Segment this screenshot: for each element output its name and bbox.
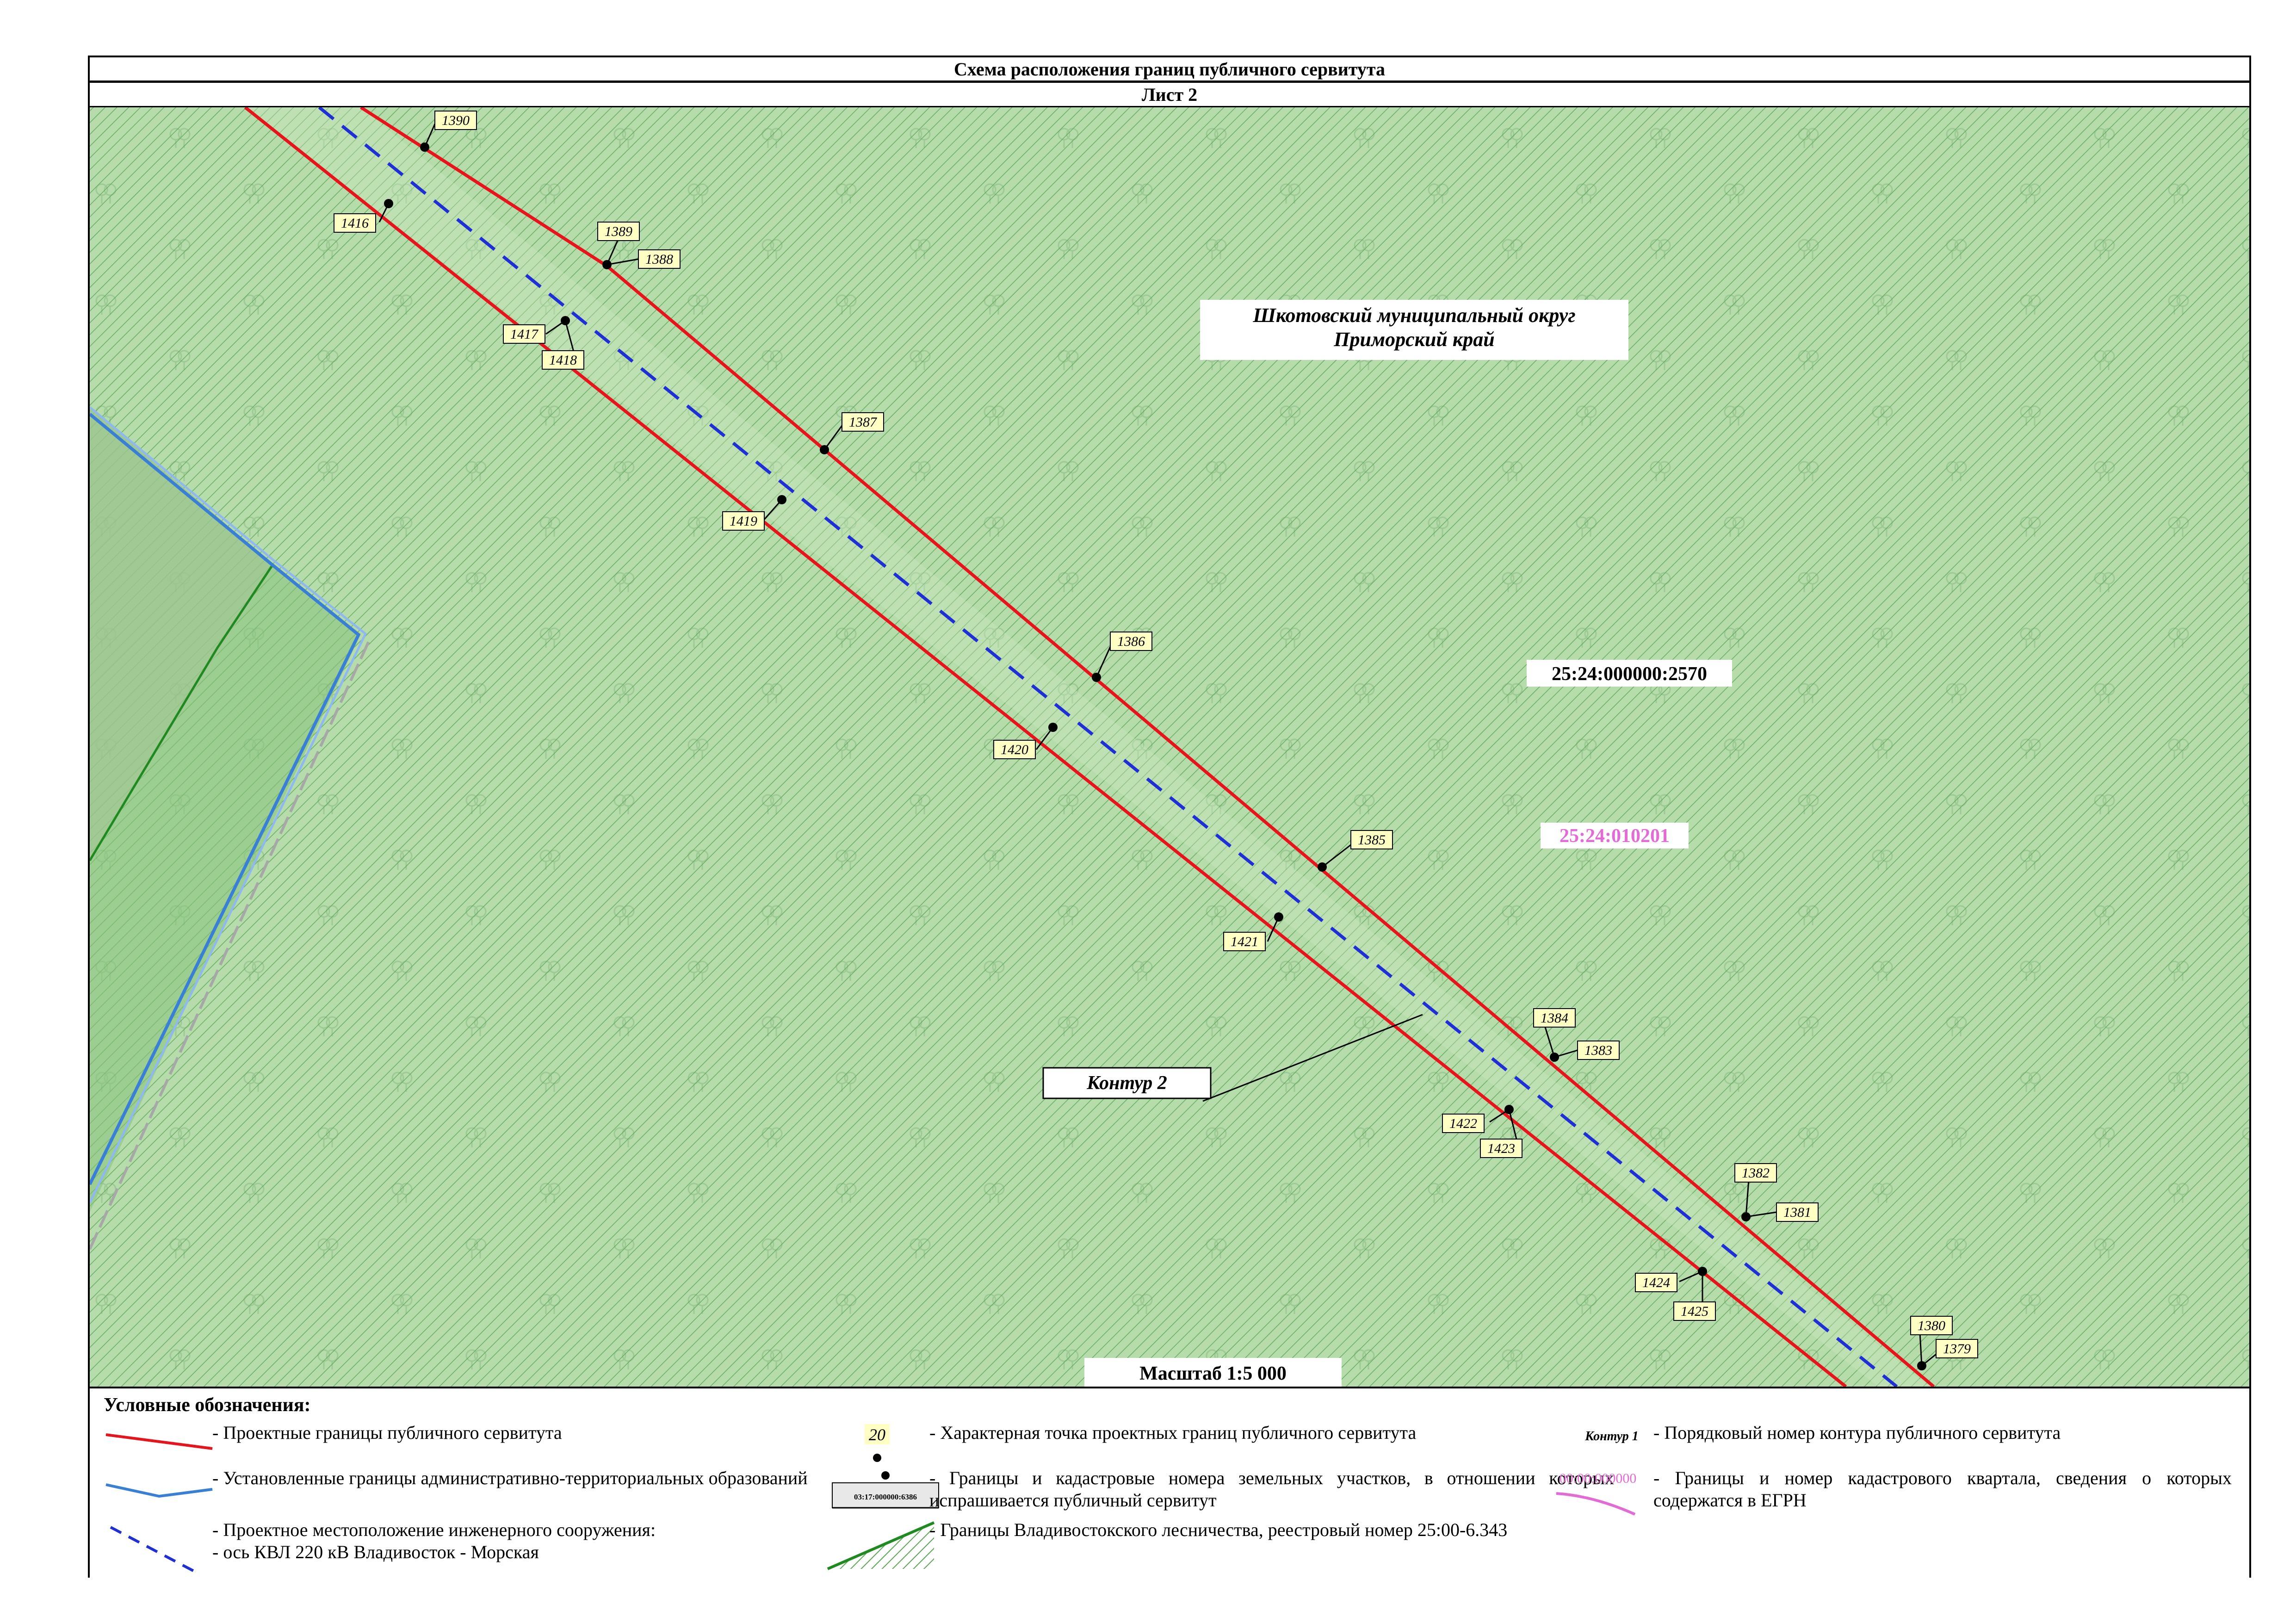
label-1425: 1425 — [1673, 1301, 1716, 1321]
label-1380: 1380 — [1910, 1316, 1953, 1335]
label-text-1381: 1381 — [1783, 1205, 1811, 1220]
admin-boundary-grey — [90, 638, 371, 1250]
label-text-1418: 1418 — [549, 353, 577, 368]
legend-axis-line1: - Проектное местоположение инженерного с… — [212, 1519, 656, 1540]
legend-servitude-boundary: - Проектные границы публичного сервитута — [212, 1422, 562, 1443]
label-text-1385: 1385 — [1358, 832, 1386, 848]
label-1416: 1416 — [334, 213, 376, 233]
label-1417: 1417 — [503, 324, 545, 344]
legend-parcel-icon: 03:17:000000:6386 — [832, 1471, 939, 1509]
label-1390: 1390 — [434, 111, 477, 130]
label-text-1419: 1419 — [730, 514, 757, 529]
legend-forestry: - Границы Владивостокского лесничества, … — [929, 1519, 1508, 1540]
label-text-1388: 1388 — [645, 252, 673, 267]
label-text-1417: 1417 — [510, 327, 539, 342]
legend-contour-number: - Порядковый номер контура публичного се… — [1653, 1422, 2061, 1443]
label-1386: 1386 — [1110, 632, 1152, 651]
quarter-label[interactable]: 25:24:010201 — [1541, 823, 1689, 849]
quarter-number: 25:24:010201 — [1560, 825, 1670, 847]
kvl-axis-line[interactable] — [318, 107, 1898, 1387]
label-1419: 1419 — [722, 511, 765, 531]
label-1424: 1424 — [1635, 1273, 1677, 1292]
label-text-1424: 1424 — [1642, 1275, 1670, 1290]
label-text-1389: 1389 — [605, 224, 632, 239]
label-text-1422: 1422 — [1449, 1116, 1477, 1131]
label-text-1379: 1379 — [1943, 1341, 1971, 1357]
contour-label[interactable]: Контур 2 — [1042, 1067, 1212, 1099]
label-text-1382: 1382 — [1742, 1165, 1770, 1181]
legend-axis-line2: - ось КВЛ 220 кВ Владивосток - Морская — [212, 1542, 539, 1562]
legend-parcels: - Границы и кадастровые номера земельных… — [929, 1468, 1614, 1511]
region-label-line2: Приморский край — [1333, 328, 1494, 351]
label-1385: 1385 — [1350, 830, 1393, 849]
label-text-1423: 1423 — [1487, 1141, 1515, 1156]
servitude-corridor — [245, 107, 1929, 1387]
region-label: Шкотовский муниципальный округ Приморски… — [1200, 300, 1628, 360]
page-title: Схема расположения границ публичного сер… — [88, 56, 2251, 82]
label-text-1425: 1425 — [1681, 1304, 1708, 1319]
label-text-1416: 1416 — [341, 216, 369, 231]
label-text-1421: 1421 — [1231, 934, 1258, 949]
label-1420: 1420 — [993, 740, 1036, 759]
label-text-1420: 1420 — [1001, 742, 1028, 757]
label-1384: 1384 — [1533, 1008, 1576, 1028]
legend-title: Условные обозначения: — [104, 1394, 311, 1416]
legend-cadastral-quarter: - Границы и номер кадастрового квартала,… — [1653, 1468, 2232, 1511]
scale-label: Масштаб 1:5 000 — [1084, 1358, 1342, 1387]
legend-servitude-line-icon — [105, 1433, 213, 1450]
legend-admin-boundary: - Установленные границы административно-… — [212, 1468, 808, 1488]
label-1421: 1421 — [1223, 932, 1266, 951]
adjacent-territory — [90, 407, 273, 861]
label-leaders — [378, 124, 1943, 1367]
forest-boundary-segment — [90, 564, 361, 1212]
label-text-1383: 1383 — [1584, 1043, 1612, 1058]
point-labels: 1390 1389 1388 1387 1386 1385 1384 1383 … — [334, 111, 1978, 1358]
scale-text: Масштаб 1:5 000 — [1139, 1363, 1287, 1384]
admin-boundary-line — [90, 413, 361, 1185]
parcel-number: 25:24:000000:2570 — [1552, 663, 1707, 685]
legend-admin-line-icon — [105, 1483, 213, 1498]
legend: Условные обозначения: - Проектные границ… — [90, 1387, 2249, 1578]
label-1389: 1389 — [597, 222, 640, 241]
region-label-line1: Шкотовский муниципальный округ — [1252, 304, 1575, 327]
label-1382: 1382 — [1734, 1163, 1777, 1183]
label-text-1390: 1390 — [442, 113, 470, 128]
label-text-1387: 1387 — [849, 415, 878, 430]
legend-axis-line-icon — [110, 1526, 199, 1575]
admin-boundary-line-2 — [90, 406, 367, 1204]
label-text-1380: 1380 — [1918, 1318, 1945, 1333]
forest-boundary-line — [90, 564, 274, 861]
legend-forest-icon — [827, 1521, 935, 1570]
label-1383: 1383 — [1577, 1041, 1620, 1060]
label-1379: 1379 — [1936, 1339, 1978, 1358]
legend-contour-sample: Контур 1 — [1585, 1429, 1639, 1443]
label-1381: 1381 — [1776, 1202, 1819, 1222]
parcel-label[interactable]: 25:24:000000:2570 — [1527, 660, 1732, 687]
forest-hatch — [90, 107, 2249, 1387]
legend-quarter-icon: 00:00:000000 — [1556, 1471, 1637, 1516]
contour-label-text: Контур 2 — [1086, 1072, 1167, 1094]
legend-characteristic-point: - Характерная точка проектных границ пуб… — [929, 1422, 1417, 1443]
sheet-number: Лист 2 — [88, 81, 2251, 108]
label-text-1384: 1384 — [1541, 1010, 1568, 1026]
label-1387: 1387 — [842, 412, 884, 432]
legend-quarter-sample: 00:00:000000 — [1560, 1471, 1637, 1486]
label-1418: 1418 — [542, 350, 584, 370]
label-1422: 1422 — [1442, 1114, 1485, 1133]
legend-point-sample: 20 — [869, 1425, 885, 1444]
legend-point-icon: 20 — [865, 1424, 890, 1462]
legend-parcel-sample: 03:17:000000:6386 — [854, 1493, 917, 1501]
label-1423: 1423 — [1480, 1139, 1522, 1158]
map-view[interactable]: 1390 1389 1388 1387 1386 1385 1384 1383 … — [90, 107, 2249, 1387]
servitude-boundary-south[interactable] — [244, 107, 1847, 1387]
label-1388: 1388 — [638, 249, 681, 269]
label-text-1386: 1386 — [1117, 634, 1145, 649]
